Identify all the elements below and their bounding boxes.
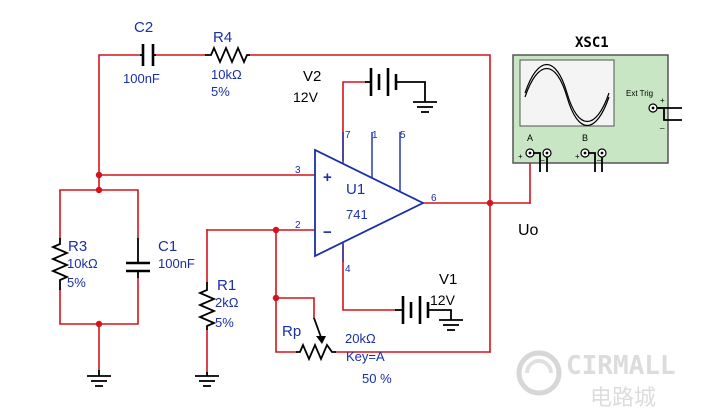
junction-dot (95, 320, 103, 328)
watermark-logo: CIRMALL 电路城 (516, 350, 676, 411)
rp-key-label: Key=A (346, 349, 385, 364)
pin-1-label: 1 (372, 130, 378, 141)
pin-4-label: 4 (345, 264, 351, 275)
resistor-r3 (50, 238, 70, 290)
pin-6-label: 6 (431, 193, 437, 204)
pin-2-label: 2 (295, 220, 301, 231)
ground-icon (439, 319, 463, 331)
scope-b-plus: + (575, 152, 580, 161)
junction-dot (272, 226, 280, 234)
rp-percent-label: 50 % (362, 371, 392, 386)
r3-ref-label: R3 (68, 238, 87, 255)
r3-value-label: 10kΩ (67, 256, 98, 271)
ground-icon (413, 101, 437, 113)
battery-v1 (395, 296, 452, 324)
u1-part-label: 741 (346, 207, 368, 222)
scope-b-minus: _ (596, 152, 602, 161)
watermark-cjk: 电路城 (590, 386, 656, 411)
scope-title: XSC1 (575, 35, 609, 51)
battery-v2 (365, 68, 426, 102)
wire-v2-pin7 (342, 81, 366, 161)
scope-ext-trig-label: Ext Trig (626, 89, 653, 98)
output-label: Uo (518, 222, 539, 239)
wire-rp-wiper (275, 297, 315, 319)
v1-ref-label: V1 (439, 271, 457, 288)
ground-icon (195, 372, 219, 387)
r1-tolerance-label: 5% (215, 315, 234, 330)
junctions (95, 171, 494, 328)
wire-feedback-top (98, 54, 141, 176)
c2-ref-label: C2 (134, 19, 153, 36)
r4-ref-label: R4 (213, 29, 232, 46)
opamp-plus-sign: + (323, 169, 332, 186)
r3-tolerance-label: 5% (67, 275, 86, 290)
scope-wave-a (524, 63, 610, 123)
opamp-u1 (314, 132, 426, 262)
rp-value-label: 20kΩ (345, 331, 376, 346)
junction-dot (95, 171, 103, 179)
junction-dot (95, 186, 103, 194)
resistor-r1 (197, 282, 217, 330)
scope-wave-b (524, 67, 610, 127)
capacitor-c2 (140, 44, 156, 66)
c1-ref-label: C1 (158, 238, 177, 255)
v2-value-label: 12V (293, 89, 319, 105)
scope-channel-b-label: B (582, 133, 588, 143)
r4-tolerance-label: 5% (211, 84, 230, 99)
u1-ref-label: U1 (346, 181, 365, 198)
pin-3-label: 3 (295, 165, 301, 176)
scope-a-plus: + (518, 152, 523, 161)
resistor-r4 (205, 45, 250, 65)
opamp-minus-sign: − (323, 224, 332, 241)
oscilloscope-xsc1[interactable]: XSC1 Ext Trig A B + _ + _ + _ (512, 35, 682, 172)
pin-7-label: 7 (345, 130, 351, 141)
wire-rc-box-top (59, 189, 139, 239)
c1-value-label: 100nF (158, 256, 195, 271)
capacitor-c1 (126, 238, 150, 278)
junction-dot (272, 294, 280, 302)
c2-value-label: 100nF (123, 71, 160, 86)
wire-to-rp (275, 229, 297, 353)
rp-ref-label: Rp (282, 323, 301, 340)
watermark-latin: CIRMALL (566, 351, 676, 381)
r4-value-label: 10kΩ (211, 67, 242, 82)
v1-value-label: 12V (430, 292, 456, 308)
wire-r4-right-rail (249, 54, 491, 353)
ground-icon (87, 370, 111, 387)
scope-a-minus: _ (539, 152, 545, 161)
pin-5-label: 5 (400, 130, 406, 141)
scope-channel-a-label: A (527, 133, 533, 143)
scope-trig-minus: _ (659, 120, 665, 129)
wire-v1-pin4 (342, 244, 396, 311)
potentiometer-rp (296, 317, 336, 362)
r1-ref-label: R1 (217, 277, 236, 294)
scope-trig-plus: + (660, 96, 665, 105)
r1-value-label: 2kΩ (215, 295, 239, 310)
junction-dot (486, 199, 494, 207)
v2-ref-label: V2 (303, 68, 321, 85)
